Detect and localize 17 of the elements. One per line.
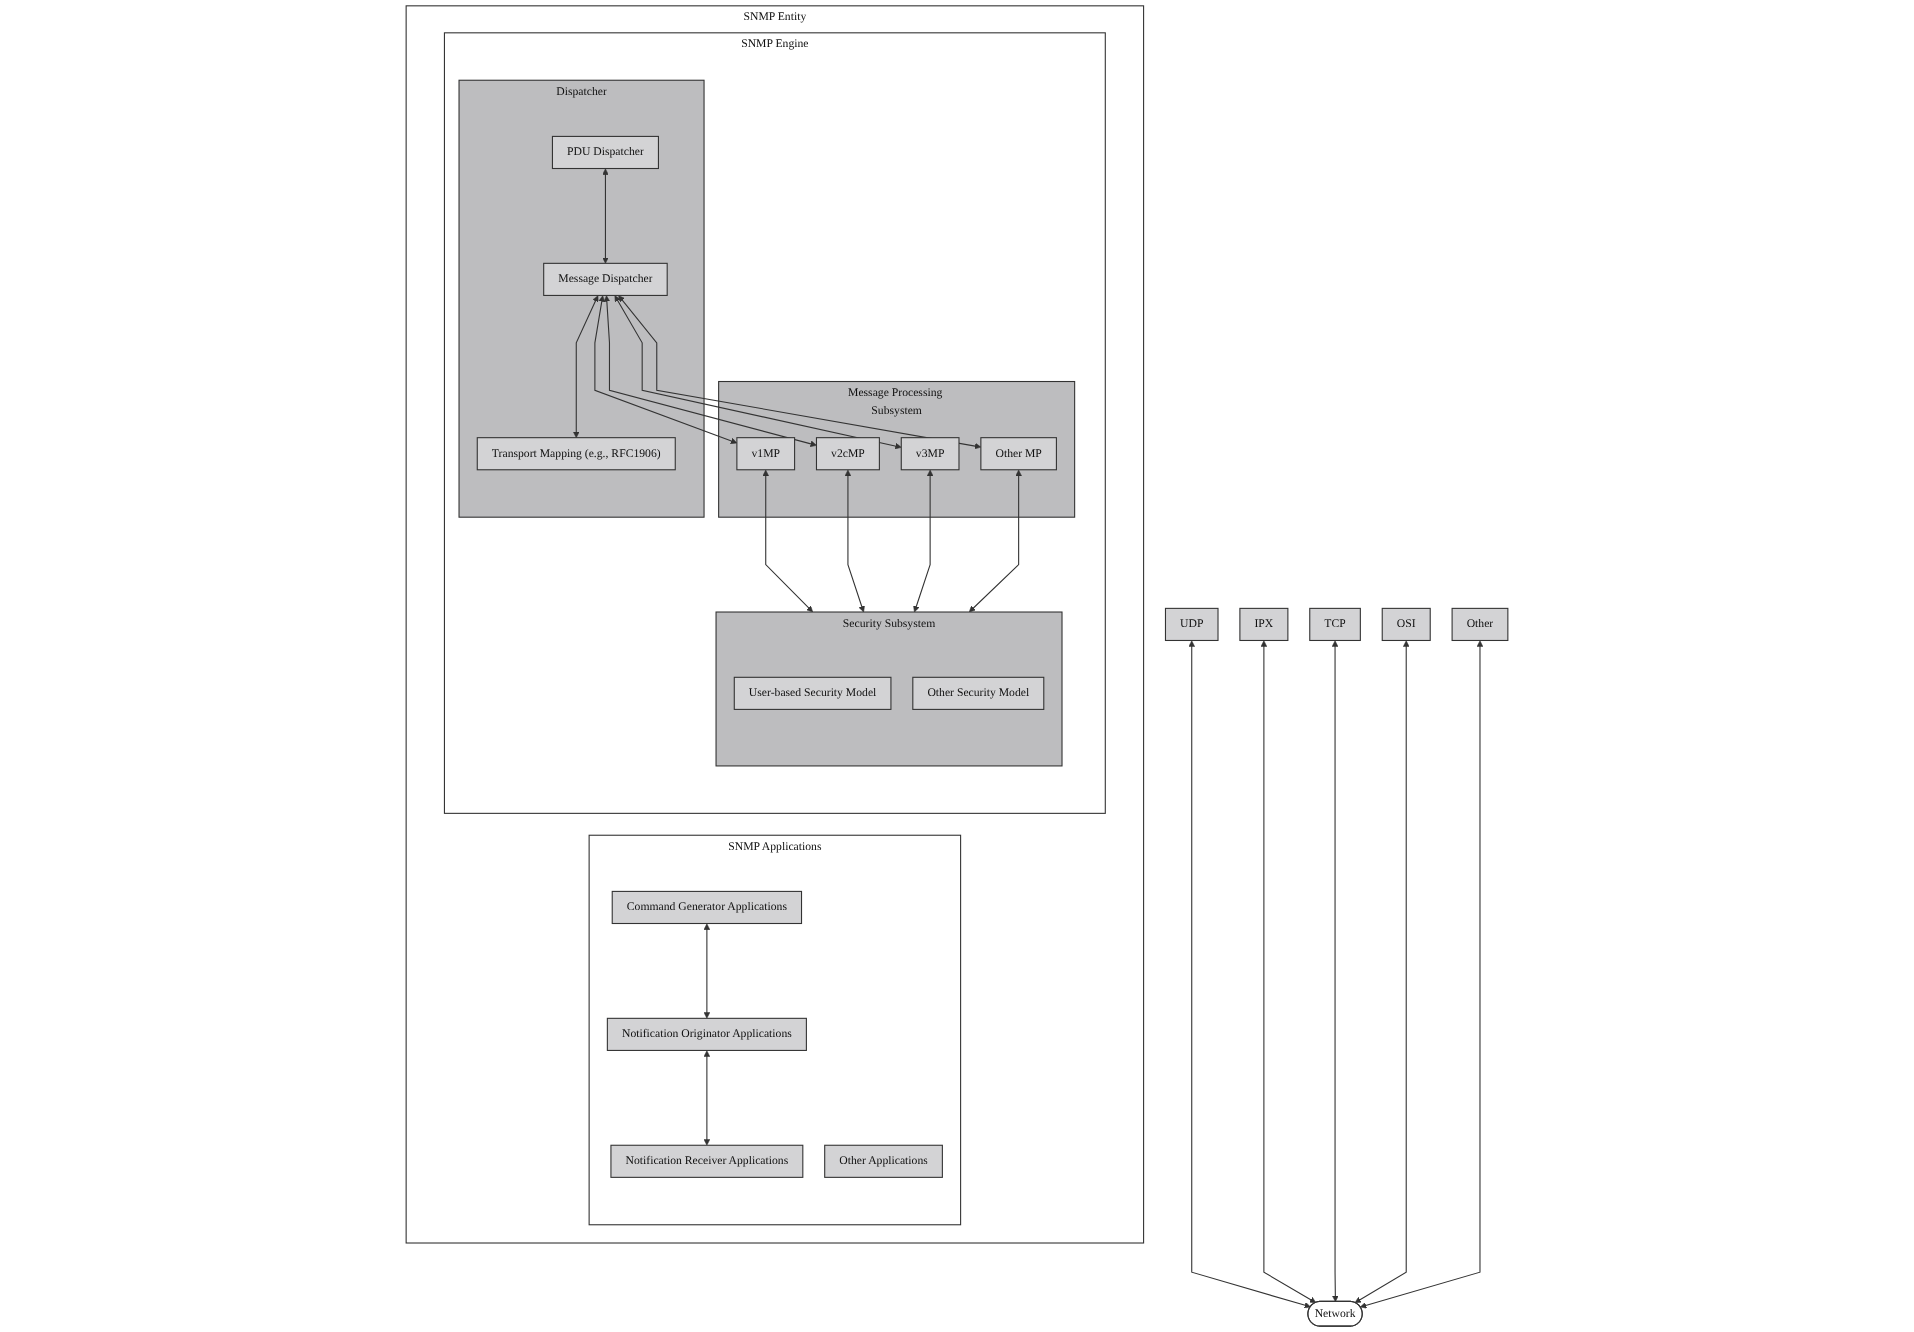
arrow xyxy=(573,295,599,438)
arrow xyxy=(1354,640,1410,1303)
arrow xyxy=(603,295,817,447)
arrow xyxy=(618,295,982,450)
arrow xyxy=(703,923,711,1019)
arrow xyxy=(968,469,1022,613)
arrow xyxy=(1360,640,1484,1309)
arrow xyxy=(844,469,865,613)
arrow xyxy=(1188,640,1311,1309)
arrow xyxy=(913,469,934,613)
arrow xyxy=(1331,640,1339,1302)
arrow xyxy=(614,295,902,450)
arrow xyxy=(1260,640,1317,1303)
arrow xyxy=(594,295,738,444)
arrow xyxy=(762,469,814,613)
arrow xyxy=(602,168,609,264)
arrow xyxy=(703,1050,711,1146)
